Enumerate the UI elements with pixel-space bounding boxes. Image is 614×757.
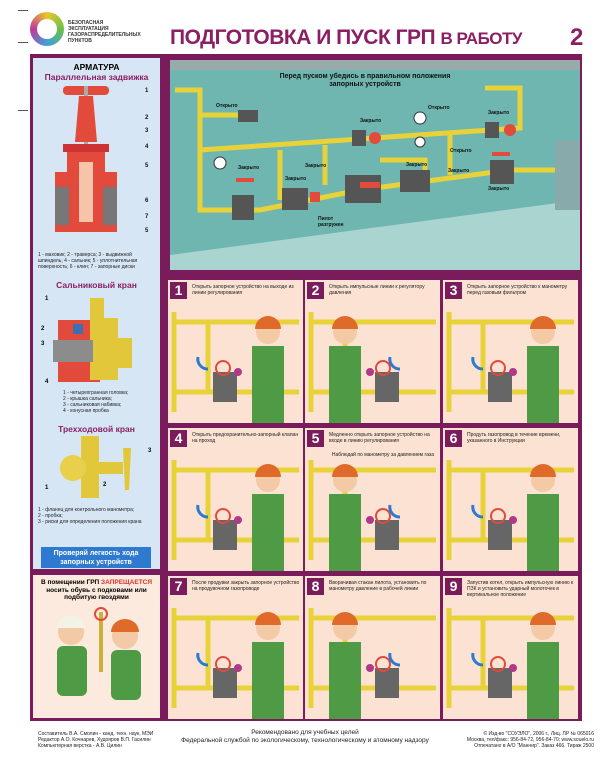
step-panel-6: 6 Продуть газопровод в течение времени, у… <box>443 428 578 571</box>
step-number: 2 <box>307 282 324 299</box>
diagram-title: Перед пуском убедись в правильном положе… <box>279 73 451 88</box>
page-title: ПОДГОТОВКА И ПУСК ГРП В РАБОТУ <box>170 26 522 50</box>
svg-text:3: 3 <box>148 448 152 454</box>
step-number: 9 <box>445 578 462 595</box>
svg-text:5: 5 <box>145 163 149 169</box>
svg-text:2: 2 <box>41 326 45 332</box>
valve-state-label: Закрыто <box>488 186 510 192</box>
three-way-cock-title: Трехходовой кран <box>58 424 135 434</box>
step-instruction: Открыть импульсные линии к регулятору да… <box>329 284 425 296</box>
step-panel-3: 3 Открыть запорное устройство к манометру… <box>443 280 578 423</box>
fittings-heading: АРМАТУРА <box>73 62 120 72</box>
gland-cock-caption: 1 - четырехгранная головка;2 - крышка са… <box>63 390 129 414</box>
valve-state-label: Открыто <box>428 105 450 111</box>
pilot-state-label: Пилот разгружен <box>318 216 344 228</box>
step-illustration <box>446 608 574 719</box>
gate-valve-caption: 1 - маховик; 2 - траверса; 3 - выдвижной… <box>38 252 138 270</box>
step-instruction: После продувки закрыть запорное устройст… <box>192 580 300 592</box>
step-panel-4: 4 Открыть предохранительно-запорный клапа… <box>168 428 303 571</box>
step-number: 3 <box>445 282 462 299</box>
step-instruction: Продуть газопровод в течение времени, ук… <box>467 432 561 444</box>
valve-state-label: Закрыто <box>238 165 260 171</box>
org-line: ЭКСПЛУАТАЦИЯ <box>68 26 109 32</box>
svg-text:2: 2 <box>145 115 149 121</box>
svg-text:5: 5 <box>145 228 149 234</box>
valve-state-label: Закрыто <box>305 163 327 169</box>
svg-text:6: 6 <box>145 198 149 204</box>
binder-mark <box>18 42 28 43</box>
step-number: 1 <box>170 282 187 299</box>
step-illustration <box>171 460 299 571</box>
valve-state-label: Открыто <box>216 103 238 109</box>
step-instruction: Запустив котел, открыть импульсную линию… <box>467 580 574 598</box>
svg-text:4: 4 <box>145 144 149 150</box>
footer-publisher: © Изд-во "СОУЭЛО", 2006 г., Лиц. ЛР № 06… <box>466 731 594 749</box>
step-panel-5: 5 Медленно открыть запорное устройство на… <box>305 428 440 571</box>
step-illustration <box>308 312 436 423</box>
svg-text:1: 1 <box>145 88 149 94</box>
step-panel-8: 8 Вворачивая стакан пилота, установить по… <box>305 576 440 719</box>
warning-text: В помещении ГРП ЗАПРЕЩАЕТСЯ носить обувь… <box>40 579 153 601</box>
svg-text:4: 4 <box>45 379 49 385</box>
step-instruction: Открыть запорное устройство к манометру … <box>467 284 568 296</box>
logo <box>30 12 64 46</box>
sheet-number: 2 <box>570 24 584 51</box>
svg-text:3: 3 <box>41 341 45 347</box>
check-valves-note: Проверяй легкость хода запорных устройст… <box>41 547 151 568</box>
step-number: 4 <box>170 430 187 447</box>
title-main: ПОДГОТОВКА И ПУСК ГРП <box>170 26 436 49</box>
gland-cock-illustration: 1 2 3 4 <box>41 296 132 385</box>
step-panel-7: 7 После продувки закрыть запорное устройс… <box>168 576 303 719</box>
org-line: БЕЗОПАСНАЯ <box>68 20 104 26</box>
svg-text:3: 3 <box>145 128 149 134</box>
step-illustration <box>171 312 299 423</box>
title-tail: В РАБОТУ <box>440 29 522 48</box>
step-instruction: Открыть запорное устройство на выходе из… <box>192 284 294 296</box>
org-line: ПУНКТОВ <box>68 38 92 44</box>
step-number: 8 <box>307 578 324 595</box>
step-instruction: Открыть предохранительно-запорный клапан… <box>192 432 299 444</box>
binder-mark <box>18 110 28 111</box>
valve-state-label: Закрыто <box>360 118 382 124</box>
step-illustration <box>446 460 574 571</box>
step-note: Наблюдай по манометру за давлением газа <box>331 452 434 458</box>
step-illustration <box>308 608 436 719</box>
svg-text:1: 1 <box>45 296 49 302</box>
step-illustration <box>308 460 436 571</box>
valve-state-label: Закрыто <box>285 176 307 182</box>
warning-panel: В помещении ГРП ЗАПРЕЩАЕТСЯ носить обувь… <box>33 575 160 718</box>
valve-state-label: Закрыто <box>448 168 470 174</box>
valve-state-label: Закрыто <box>406 162 428 168</box>
org-line: ГАЗОРАСПРЕДЕЛИТЕЛЬНЫХ <box>68 32 141 38</box>
gate-valve-title: Параллельная задвижка <box>44 72 149 82</box>
fittings-panel: АРМАТУРА Параллельная задвижка 1 2 3 4 5 6 … <box>33 58 160 569</box>
svg-text:2: 2 <box>103 482 107 488</box>
three-way-cock-illustration: 1 2 3 <box>45 436 152 498</box>
three-way-cock-caption: 1 - фланец для контрольного манометра;2 … <box>38 507 142 525</box>
step-number: 7 <box>170 578 187 595</box>
gland-cock-title: Сальниковый кран <box>56 280 137 290</box>
workers-illustration <box>57 606 141 700</box>
pipeline-illustration <box>170 60 580 270</box>
binder-mark <box>18 10 28 11</box>
step-instruction: Медленно открыть запорное устройство на … <box>329 432 430 444</box>
grp-overview-diagram: Перед пуском убедись в правильном положе… <box>170 60 580 270</box>
step-instruction: Вворачивая стакан пилота, установить по … <box>329 580 427 592</box>
step-panel-2: 2 Открыть импульсные линии к регулятору д… <box>305 280 440 423</box>
step-number: 5 <box>307 430 324 447</box>
step-illustration <box>446 312 574 423</box>
gate-valve-illustration: 1 2 3 4 5 6 7 5 <box>55 86 149 234</box>
step-panel-9: 9 Запустив котел, открыть импульсную лини… <box>443 576 578 719</box>
svg-text:1: 1 <box>45 485 49 491</box>
step-illustration <box>171 608 299 719</box>
step-number: 6 <box>445 430 462 447</box>
svg-text:7: 7 <box>145 214 149 220</box>
step-panel-1: 1 Открыть запорное устройство на выходе и… <box>168 280 303 423</box>
valve-state-label: Открыто <box>450 148 472 154</box>
valve-state-label: Закрыто <box>488 110 510 116</box>
footer-credits: Составитель В.А. Смолин - канд. техн. на… <box>38 731 154 749</box>
organization-name: БЕЗОПАСНАЯ ЭКСПЛУАТАЦИЯ ГАЗОРАСПРЕДЕЛИТЕ… <box>68 20 148 44</box>
